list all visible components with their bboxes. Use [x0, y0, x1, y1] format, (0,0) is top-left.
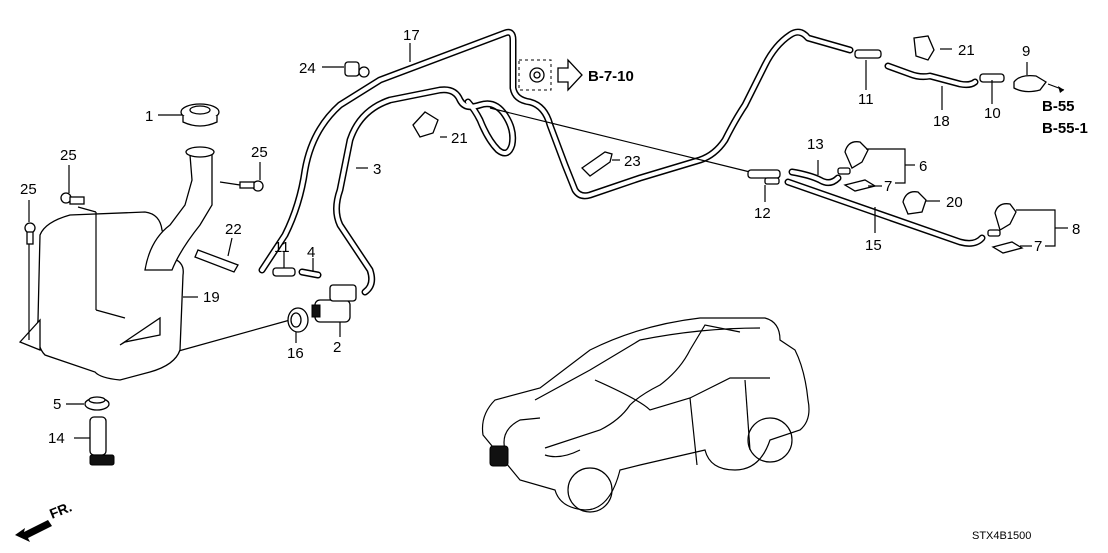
part-21-clip: [913, 35, 935, 61]
callout-1: 1: [145, 108, 153, 125]
callout-8: 8: [1072, 221, 1080, 238]
part-1-tank-cap: [180, 103, 220, 127]
routing-line: [174, 319, 291, 353]
callout-4: 4: [307, 244, 315, 261]
part-11-connector: [854, 49, 882, 59]
part-25-bolt: [60, 192, 85, 205]
callout-11-left: 11: [274, 239, 290, 256]
part-12-connector: [747, 169, 781, 185]
callout-21-left: 21: [451, 130, 468, 147]
hose-17: [258, 28, 854, 274]
callout-19: 19: [203, 289, 220, 306]
part-7-packing: [991, 241, 1024, 254]
part-5-grommet: [84, 396, 110, 411]
callout-3: 3: [373, 161, 381, 178]
part-22-bracket: [194, 249, 239, 273]
callout-25-neck: 25: [251, 144, 268, 161]
callout-22: 22: [225, 221, 242, 238]
routing-line: [489, 107, 751, 173]
callout-24: 24: [299, 60, 316, 77]
callout-13: 13: [807, 136, 824, 153]
hose-13: [788, 168, 842, 187]
hose-18: [884, 62, 979, 89]
reference-b-55[interactable]: B-55: [1042, 98, 1075, 115]
part-25-bolt: [24, 222, 36, 245]
part-23-clip: [580, 151, 613, 177]
callout-9: 9: [1022, 43, 1030, 60]
hose-3: [333, 86, 517, 296]
part-25-bolt: [239, 180, 264, 192]
part-2-washer-pump: [311, 284, 357, 323]
callout-20: 20: [946, 194, 963, 211]
diagram-code: STX4B1500: [972, 530, 1031, 542]
reference-b-55-1[interactable]: B-55-1: [1042, 120, 1088, 137]
part-8-nozzle: [987, 203, 1017, 237]
part-21-clip: [412, 111, 439, 138]
callout-23: 23: [624, 153, 641, 170]
part-20-clamp: [902, 191, 927, 215]
hose-15: [784, 178, 986, 247]
leader-lines: [28, 43, 1068, 439]
front-indicator-label: FR.: [47, 498, 74, 521]
callout-2: 2: [333, 339, 341, 356]
callout-7-lower: 7: [1034, 238, 1042, 255]
callout-10: 10: [984, 105, 1001, 122]
callout-25-bracket: 25: [20, 181, 37, 198]
callout-25-tank: 25: [60, 147, 77, 164]
part-11-connector: [272, 267, 296, 277]
grommet-reference-box: [518, 58, 583, 92]
callout-16: 16: [287, 345, 304, 362]
callout-6: 6: [919, 158, 927, 175]
part-19-washer-tank: [18, 146, 215, 381]
part-16-pump-grommet: [287, 307, 309, 333]
part-24-clip: [344, 61, 370, 78]
part-6-nozzle: [837, 141, 869, 175]
part-9-rear-nozzle: [1013, 74, 1065, 93]
callout-7-upper: 7: [884, 178, 892, 195]
part-14-level-sensor: [89, 416, 115, 466]
callout-14: 14: [48, 430, 65, 447]
callout-15: 15: [865, 237, 882, 254]
front-direction-arrow: [15, 520, 52, 542]
callout-11-right: 11: [858, 91, 874, 108]
callout-5: 5: [53, 396, 61, 413]
callout-18: 18: [933, 113, 950, 130]
vehicle-illustration: [481, 317, 810, 513]
callout-12: 12: [754, 205, 771, 222]
hose-4: [298, 268, 322, 279]
callout-17: 17: [403, 27, 420, 44]
reference-b-7-10[interactable]: B-7-10: [588, 68, 634, 85]
callout-21-right: 21: [958, 42, 975, 59]
